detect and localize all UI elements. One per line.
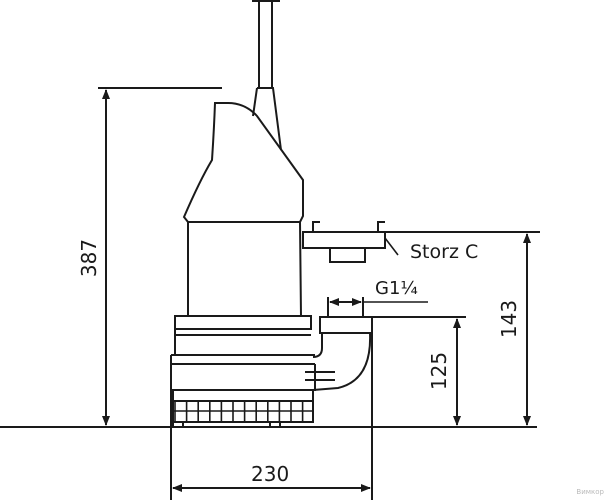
storz-callout-label: Storz C xyxy=(410,241,479,263)
dimension-storz-height: 143 xyxy=(497,299,522,339)
thread-size-label: G1¼ xyxy=(375,278,418,299)
storz-coupling xyxy=(302,221,399,263)
dimension-overall-height: 387 xyxy=(77,238,102,278)
cable-stem xyxy=(252,0,282,151)
watermark: Вимкор xyxy=(576,488,604,496)
motor-body xyxy=(187,221,302,318)
intake-grille xyxy=(172,389,314,428)
outlet-elbow xyxy=(312,316,373,500)
motor-head xyxy=(182,102,304,223)
dimension-width: 230 xyxy=(251,462,290,486)
dimension-outlet-height: 125 xyxy=(427,351,452,391)
